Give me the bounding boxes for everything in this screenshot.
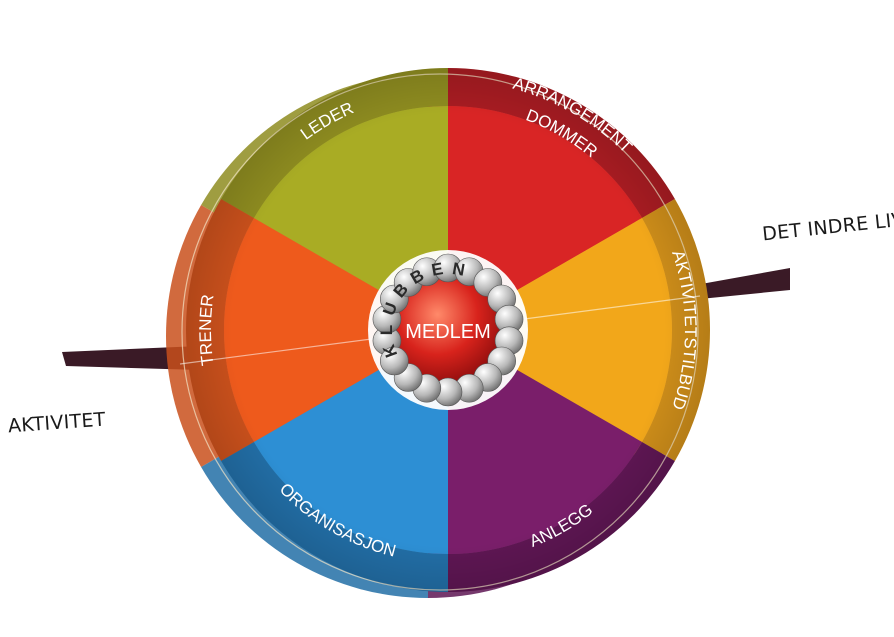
ring-letter: N [451,259,466,280]
hub-core [396,278,500,382]
ring-letter: L [377,325,396,335]
center-label: MEDLEM [405,321,491,343]
plane-band-left [62,346,200,370]
plane-back [62,268,790,370]
segment-label-0: TRENER [196,293,218,366]
ring-letter: E [430,259,444,280]
hub-pearl [380,346,409,376]
plane-band-right [690,268,790,300]
ring-letter: U [379,300,401,318]
